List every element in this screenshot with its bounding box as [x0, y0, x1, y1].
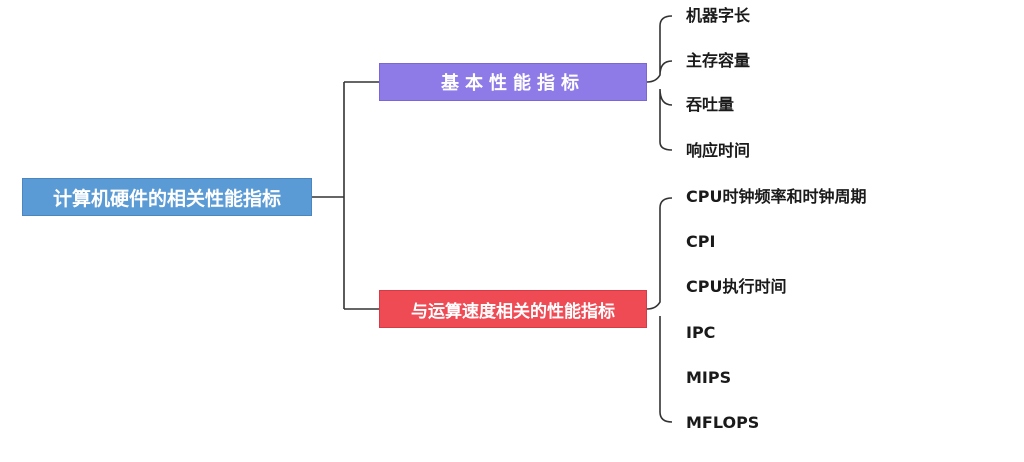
leaf-node: CPU时钟频率和时钟周期 — [686, 187, 867, 206]
brace-branch-1 — [646, 15, 673, 151]
leaf-node: CPI — [686, 232, 716, 251]
root-node-label: 计算机硬件的相关性能指标 — [52, 187, 281, 210]
leaf-node: CPU执行时间 — [686, 277, 787, 296]
brace-branch-2 — [646, 197, 673, 423]
branch-node-label: 基本性能指标 — [441, 73, 585, 94]
leaf-node: MFLOPS — [686, 413, 760, 432]
leaf-node: 机器字长 — [686, 6, 751, 25]
root-node: 计算机硬件的相关性能指标 — [22, 178, 312, 216]
leaf-node: 主存容量 — [686, 51, 751, 70]
branch-node-label: 与运算速度相关的性能指标 — [411, 301, 615, 322]
leaf-node: 响应时间 — [686, 141, 751, 160]
leaf-node: 吞吐量 — [686, 95, 735, 114]
branch-node-speed-metrics: 与运算速度相关的性能指标 — [379, 290, 647, 328]
branch-node-basic-metrics: 基本性能指标 — [379, 63, 647, 101]
leaf-node: IPC — [686, 323, 716, 342]
connector-root-to-branches — [312, 81, 379, 310]
leaf-node: MIPS — [686, 368, 732, 387]
